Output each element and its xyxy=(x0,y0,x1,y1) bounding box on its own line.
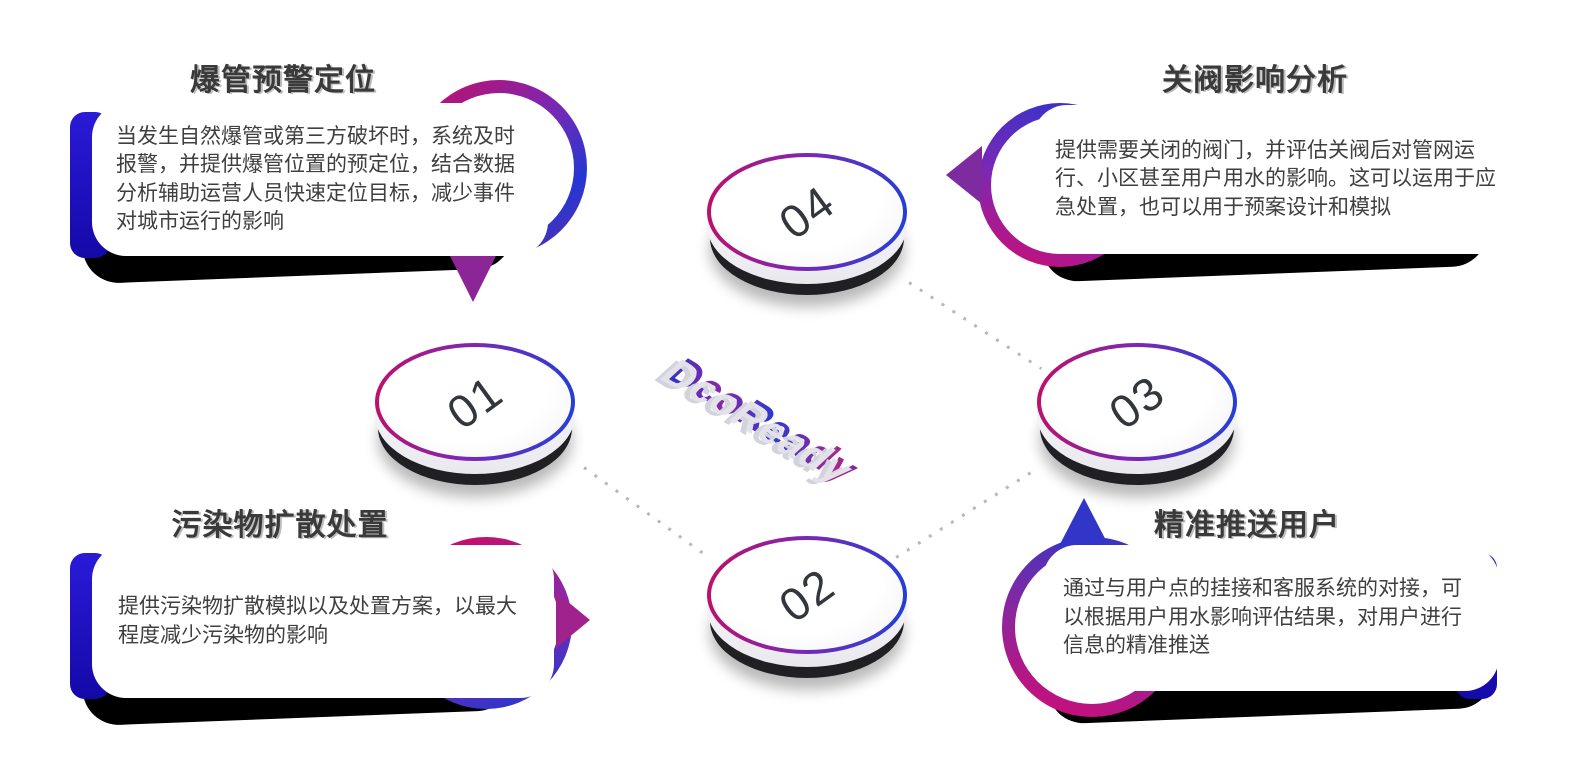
callout-title: 关阀影响分析 xyxy=(1162,64,1348,97)
callout-box: 当发生自然爆管或第三方破坏时，系统及时报警，并提供爆管位置的预定位，结合数据分析… xyxy=(92,103,548,256)
bubble-tail-right xyxy=(556,592,590,648)
disk-top: 04 xyxy=(707,153,907,271)
step-disk-03: 03 xyxy=(1037,343,1237,495)
disk-top: 02 xyxy=(707,536,907,654)
bubble-tail-down xyxy=(447,250,499,302)
callout-box: 提供需要关闭的阀门，并评估关阀后对管网运行、小区甚至用户用水的影响。这可以运用于… xyxy=(1033,105,1559,254)
callout-body: 提供污染物扩散模拟以及处置方案，以最大程度减少污染物的影响 xyxy=(118,595,517,647)
step-disk-01: 01 xyxy=(375,343,575,495)
callout-box: 提供污染物扩散模拟以及处置方案，以最大程度减少污染物的影响 xyxy=(92,545,554,698)
connector-01-02 xyxy=(583,466,704,555)
callout-body: 通过与用户点的挂接和客服系统的对接，可以根据用户用水影响评估结果，对用户进行信息… xyxy=(1063,577,1462,658)
disk-top: 01 xyxy=(375,343,575,461)
callout-title: 污染物扩散处置 xyxy=(171,509,389,542)
callout-title: 爆管预警定位 xyxy=(190,64,376,97)
callout-body: 当发生自然爆管或第三方破坏时，系统及时报警，并提供爆管位置的预定位，结合数据分析… xyxy=(116,124,515,234)
bubble-tail-left xyxy=(946,146,982,204)
disk-top: 03 xyxy=(1037,343,1237,461)
step-disk-02: 02 xyxy=(707,536,907,688)
logo-3d: DcoReady xyxy=(660,348,867,493)
callout-box: 通过与用户点的挂接和客服系统的对接，可以根据用户用水影响评估结果，对用户进行信息… xyxy=(1043,545,1499,691)
callout-body: 提供需要关闭的阀门，并评估关阀后对管网运行、小区甚至用户用水的影响。这可以运用于… xyxy=(1055,138,1496,219)
callout-title: 精准推送用户 xyxy=(1154,509,1340,542)
step-disk-04: 04 xyxy=(707,153,907,305)
connector-02-03 xyxy=(895,467,1038,559)
connector-04-03 xyxy=(908,281,1043,371)
